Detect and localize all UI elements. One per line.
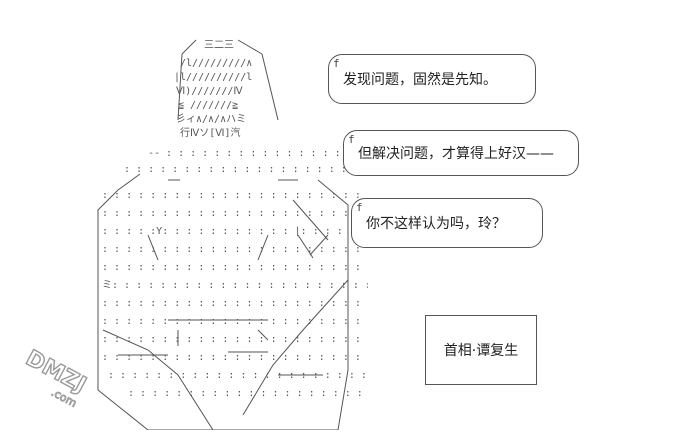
bubble-corner-mark: f bbox=[356, 201, 363, 214]
speech-bubble-1: f 发现问题，固然是先知。 bbox=[328, 54, 536, 104]
svg-text:彡ィ∧/∧/∧ハミ: 彡ィ∧/∧/∧ハミ bbox=[176, 114, 246, 125]
speech-bubble-3: f 你不这样认为吗，玲？ bbox=[351, 198, 543, 248]
hat-top-text: 三二三 bbox=[204, 40, 234, 51]
caption-text: 首相·谭复生 bbox=[443, 343, 519, 359]
bubble-text: 你不这样认为吗，玲？ bbox=[366, 216, 506, 232]
svg-text:: : : : : : : : : : : : : : :: : : : : : : : : : : : : : : : : : : : : … bbox=[102, 352, 368, 363]
svg-text:: : : : :Y: : : : : : : : : :: : : : : :Y: : : : : : : : : : : |: : : :… bbox=[102, 226, 368, 237]
hat-outline bbox=[181, 39, 197, 55]
svg-text:: : : : : : : : : : : : : : :: : : : : : : : : : : : : : : : : : : : : … bbox=[102, 262, 368, 273]
ascii-art-figure: 三二三 /l/////////∧ |l//////////l Ⅵ)///////… bbox=[97, 39, 368, 430]
svg-text:: : : : : : : : : : : : : : :: : : : : : : : : : : : : : : : : : : : : … bbox=[102, 190, 368, 201]
svg-text:≦ ///////≧: ≦ ///////≧ bbox=[178, 100, 238, 111]
svg-text:/l/////////∧: /l/////////∧ bbox=[180, 58, 252, 69]
svg-text:: : : : : : : : : : : : : : :: : : : : : : : : : : : : : : : : : : : : … bbox=[102, 334, 368, 345]
svg-text:: : : : : : : : : : : : : : :: : : : : : : : : : : : : : : : : : : : : … bbox=[124, 164, 368, 175]
svg-text:ミ: : : : : : : : : : : : : : :: ミ: : : : : : : : : : : : : : : : : : : :… bbox=[102, 280, 368, 291]
bubble-corner-mark: f bbox=[348, 133, 355, 146]
body-outline bbox=[97, 173, 349, 430]
character-caption: 首相·谭复生 bbox=[425, 315, 537, 385]
svg-text:|l//////////l: |l//////////l bbox=[174, 72, 252, 83]
svg-text:: : : : : : : : : : : : : : :: : : : : : : : : : : : : : : : : : : : : … bbox=[102, 244, 368, 255]
bubble-text: 发现问题，固然是先知。 bbox=[343, 72, 497, 88]
hat-band-text: 行Ⅳソ[Ⅵ]汽 bbox=[180, 126, 241, 139]
svg-text:-‐ : : : : : : : : : : : : : :: -‐ : : : : : : : : : : : : : : : : -‐ bbox=[148, 148, 368, 159]
speech-bubble-2: f 但解决问题，才算得上好汉—— bbox=[343, 130, 579, 176]
svg-text:: : : : : : : : : : : : : : :: : : : : : : : : : : : : : : : : : : : : … bbox=[108, 370, 368, 381]
svg-text:: : : : : : : : : : : : : : :: : : : : : : : : : : : : : : : : : : : : bbox=[128, 388, 363, 399]
bubble-corner-mark: f bbox=[333, 57, 340, 70]
bubble-text: 但解决问题，才算得上好汉—— bbox=[358, 146, 554, 162]
svg-text:: : : : : : : : : : : : : : :: : : : : : : : : : : : : : : : : : : : : … bbox=[102, 298, 368, 309]
svg-text:Ⅵ)///////Ⅳ: Ⅵ)///////Ⅳ bbox=[176, 86, 243, 97]
svg-text:: : : : : : : : : : : : : : :: : : : : : : : : : : : : : : : : : : : : … bbox=[102, 316, 368, 327]
watermark-logo: DMZJ .com bbox=[21, 345, 91, 410]
svg-text:: : : : : : : : : : : : : : :: : : : : : : : : : : : : : : : : : : : : … bbox=[102, 208, 368, 219]
